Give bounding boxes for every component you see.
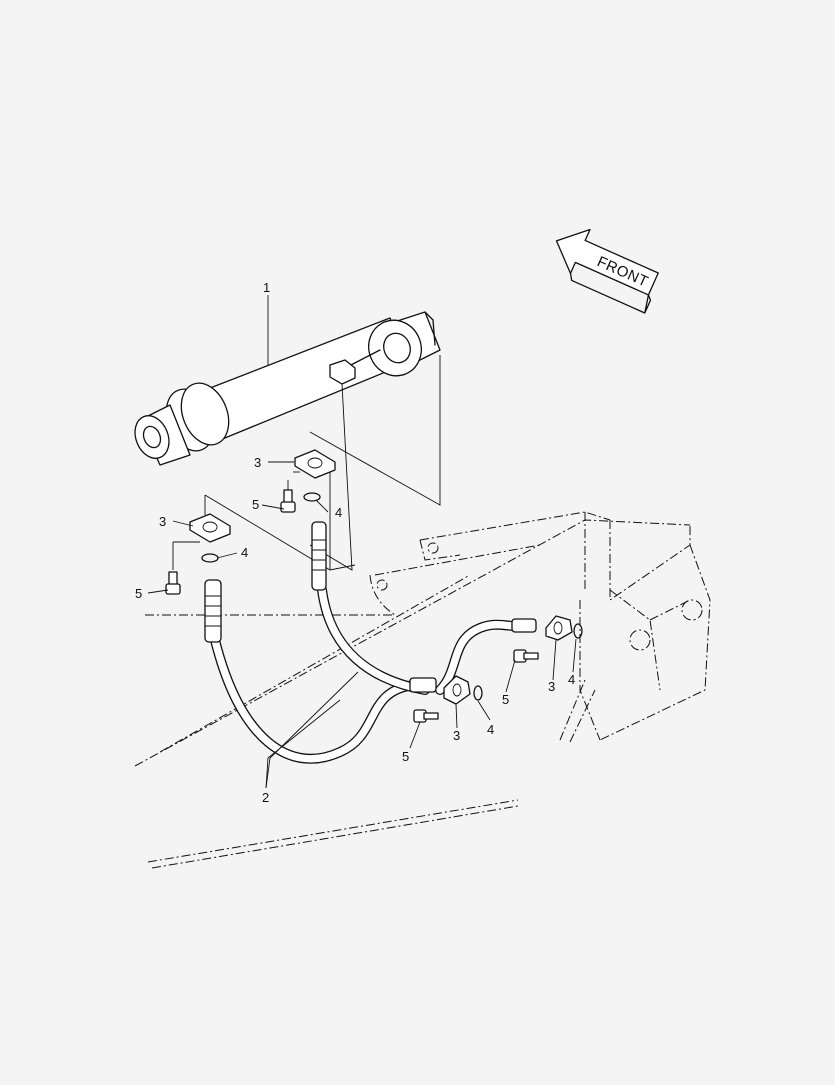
callout-3-left: 3 <box>159 514 166 529</box>
callout-numbers: 1 2 3 3 3 3 4 4 4 4 5 5 5 5 <box>135 280 575 805</box>
callout-5-right: 5 <box>502 692 509 707</box>
callout-5-left: 5 <box>135 586 142 601</box>
o-rings <box>201 492 583 701</box>
callout-4-left: 4 <box>241 545 248 560</box>
front-arrow-icon: FRONT <box>555 228 659 314</box>
callout-4-upper: 4 <box>335 505 342 520</box>
callout-4-right: 4 <box>568 672 575 687</box>
callout-1: 1 <box>263 280 270 295</box>
flange-bolts <box>165 489 539 723</box>
callout-5-upper: 5 <box>252 497 259 512</box>
boom-frame-outline <box>134 511 711 869</box>
callout-leaders <box>147 295 577 789</box>
hydraulic-hoses <box>204 521 537 764</box>
split-flanges <box>189 449 573 705</box>
callout-3-upper: 3 <box>254 455 261 470</box>
callout-2: 2 <box>262 790 269 805</box>
callout-5-middle: 5 <box>402 749 409 764</box>
callout-3-right: 3 <box>548 679 555 694</box>
callout-3-middle: 3 <box>453 728 460 743</box>
hydraulic-cylinder <box>134 311 441 466</box>
callout-4-middle: 4 <box>487 722 494 737</box>
